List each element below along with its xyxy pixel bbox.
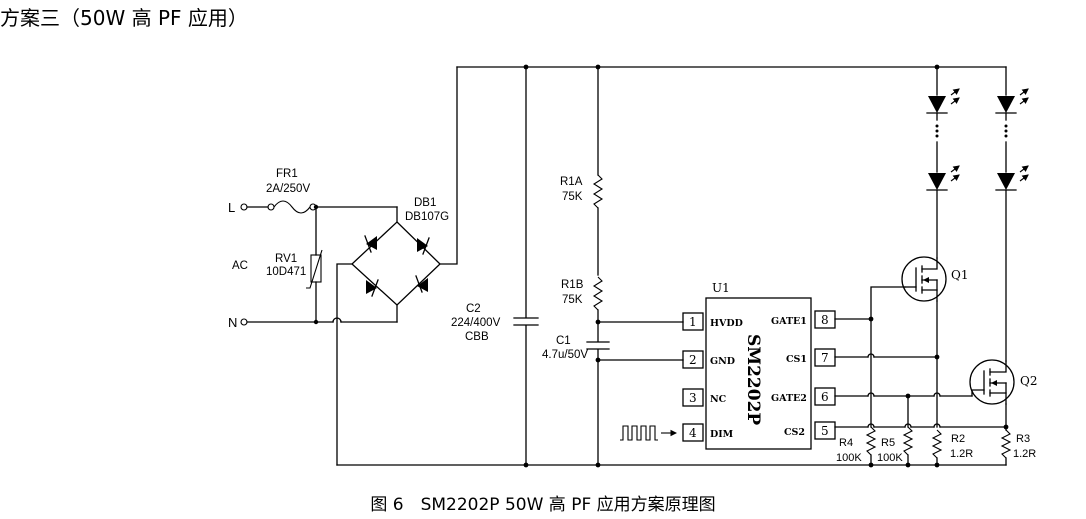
r4-ref: R4 [839, 437, 853, 449]
r1a-value: 75K [562, 191, 583, 203]
resistor-icon [865, 426, 877, 456]
input-terminal-l: L [228, 200, 269, 215]
led-icon [995, 165, 1029, 191]
db1-ref: DB1 [414, 197, 436, 209]
r3-value: 1.2R [1013, 448, 1036, 460]
svg-text:L: L [228, 200, 235, 215]
ic-part-number: SM2202P [743, 334, 763, 425]
pwm-signal-icon [620, 425, 678, 441]
pin-2-num: 2 [689, 353, 697, 367]
diode-icon [364, 235, 377, 253]
fuse-icon [267, 200, 317, 214]
pin-7-num: 7 [821, 351, 829, 365]
fr1-ref: FR1 [276, 168, 298, 180]
r1b-value: 75K [562, 294, 583, 306]
pin-1-name: HVDD [710, 318, 743, 329]
pin-6-name: GATE2 [771, 393, 807, 404]
q1-ref: Q1 [951, 268, 968, 282]
page-title: 方案三（50W 高 PF 应用） [0, 6, 248, 30]
bridge-rectifier [351, 221, 441, 306]
resistor-icon [1000, 429, 1012, 459]
led-icon [926, 88, 960, 114]
pin-3-num: 3 [689, 391, 697, 405]
r5-ref: R5 [881, 437, 895, 449]
r1a-ref: R1A [560, 176, 583, 188]
r2-value: 1.2R [950, 448, 973, 460]
pin-4-name: DIM [710, 429, 734, 440]
pin-7-name: CS1 [786, 354, 807, 365]
input-terminal-n: N [228, 315, 334, 330]
c2-type: CBB [465, 331, 489, 343]
led-icon [995, 88, 1029, 114]
pin-6-num: 6 [821, 390, 829, 404]
led-icon [926, 165, 960, 191]
diode-icon [415, 275, 428, 293]
fr1-value: 2A/250V [266, 183, 310, 195]
pin-2-name: GND [710, 356, 735, 367]
pin-5-num: 5 [821, 424, 829, 438]
mosfet-icon [901, 256, 947, 302]
diode-icon [417, 237, 430, 255]
capacitor-icon [586, 341, 610, 350]
pin-5-name: CS2 [784, 427, 805, 438]
c1-ref: C1 [556, 335, 571, 347]
varistor-icon [306, 249, 323, 289]
r4-value: 100K [836, 452, 862, 464]
resistor-icon [592, 276, 604, 311]
figure-caption: 图 6 SM2202P 50W 高 PF 应用方案原理图 [370, 495, 716, 515]
rv1-ref: RV1 [275, 253, 297, 265]
c2-value: 224/400V [451, 317, 501, 329]
r2-ref: R2 [951, 433, 965, 445]
diode-icon [366, 279, 379, 297]
mosfet-icon [969, 359, 1015, 405]
pin-1-num: 1 [689, 315, 697, 329]
pin-8-name: GATE1 [771, 316, 807, 327]
u1-ref: U1 [712, 281, 730, 295]
r1b-ref: R1B [561, 279, 584, 291]
db1-value: DB107G [405, 211, 449, 223]
ic-u1-body [705, 297, 812, 450]
pin-3-name: NC [710, 394, 727, 405]
r3-ref: R3 [1016, 433, 1030, 445]
pin-8-num: 8 [821, 313, 829, 327]
rv1-value: 10D471 [266, 266, 306, 278]
resistor-icon [902, 426, 914, 456]
resistor-icon [931, 429, 943, 459]
svg-text:N: N [228, 315, 237, 330]
c1-value: 4.7u/50V [542, 349, 588, 361]
q2-ref: Q2 [1020, 374, 1037, 388]
capacitor-icon [513, 317, 539, 326]
ac-label: AC [232, 260, 248, 272]
c2-ref: C2 [466, 303, 481, 315]
resistor-icon [592, 174, 604, 209]
pin-4-num: 4 [689, 426, 697, 440]
r5-value: 100K [877, 452, 903, 464]
